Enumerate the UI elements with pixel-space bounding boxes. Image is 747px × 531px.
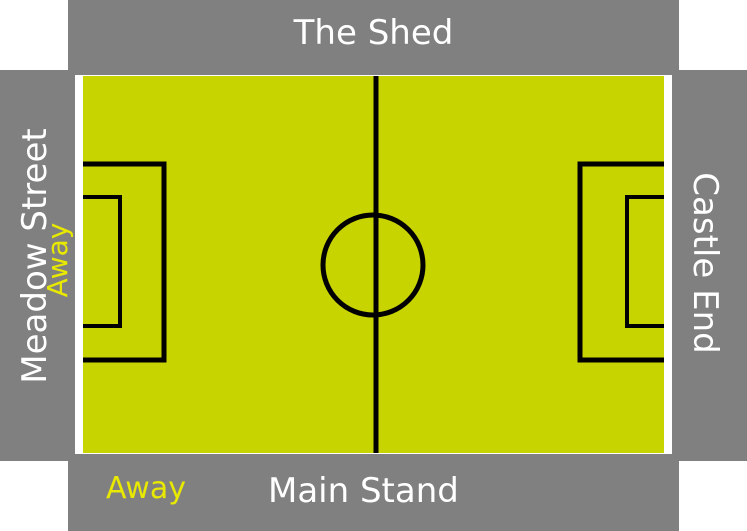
label-away-bottom: Away <box>106 471 186 506</box>
pitch <box>83 76 664 453</box>
label-away-left: Away <box>41 222 74 298</box>
left-penalty-box <box>83 161 167 363</box>
stand-meadow-street <box>0 70 75 461</box>
right-goal-area <box>625 195 664 328</box>
centre-circle <box>320 212 426 318</box>
stand-the-shed <box>68 0 679 75</box>
label-the-shed: The Shed <box>293 13 454 53</box>
stand-main-stand <box>68 454 679 531</box>
stand-castle-end <box>672 70 747 461</box>
right-penalty-box <box>577 161 664 363</box>
left-goal-area <box>83 195 122 328</box>
label-main-stand: Main Stand <box>268 471 459 511</box>
label-castle-end: Castle End <box>685 172 725 354</box>
